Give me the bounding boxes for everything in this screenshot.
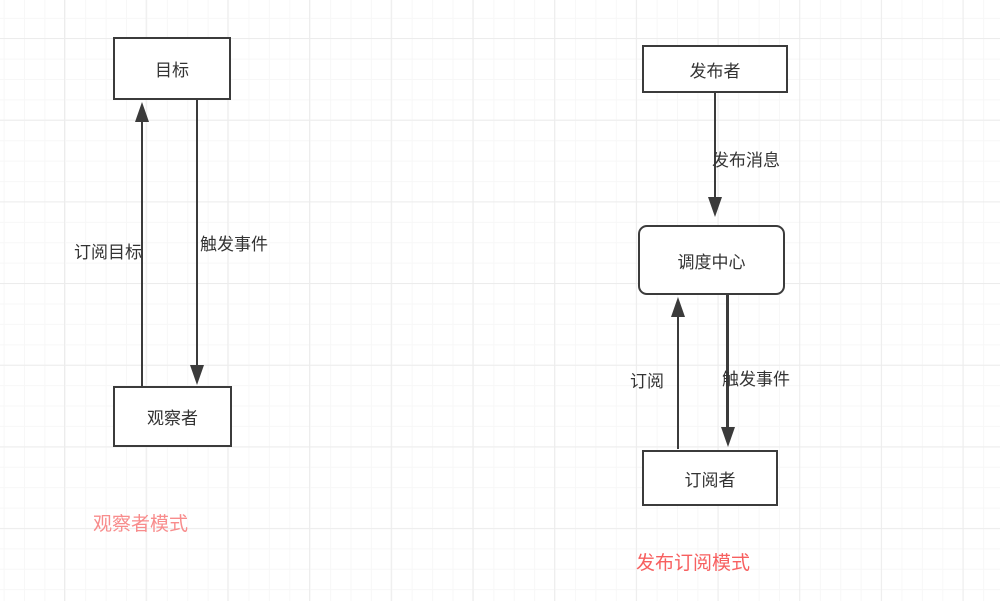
arrow-trigger-event-left-line[interactable] xyxy=(195,100,199,365)
edge-label-subscribe-target[interactable]: 订阅目标 xyxy=(74,243,142,262)
arrow-subscribe-target-head-icon[interactable] xyxy=(135,102,149,122)
node-target[interactable]: 目标 xyxy=(113,37,231,100)
observer-pattern-title[interactable]: 观察者模式 xyxy=(93,514,189,535)
arrow-trigger-event-right-line[interactable] xyxy=(726,295,729,427)
node-observer-label: 观察者 xyxy=(147,409,198,428)
node-subscriber-label: 订阅者 xyxy=(684,470,736,490)
arrow-subscribe-line[interactable] xyxy=(676,316,680,449)
arrow-trigger-event-left-head-icon[interactable] xyxy=(190,365,204,385)
arrow-trigger-event-right-head-icon[interactable] xyxy=(720,427,735,447)
node-publisher-label: 发布者 xyxy=(689,61,741,81)
node-target-label: 目标 xyxy=(155,61,189,80)
pubsub-pattern-title[interactable]: 发布订阅模式 xyxy=(636,553,751,574)
node-subscriber[interactable]: 订阅者 xyxy=(642,450,778,506)
node-dispatcher-label: 调度中心 xyxy=(677,252,746,272)
edge-label-publish-message[interactable]: 发布消息 xyxy=(712,151,780,170)
edge-label-trigger-event-right[interactable]: 触发事件 xyxy=(722,370,790,389)
edge-label-trigger-event-left[interactable]: 触发事件 xyxy=(200,235,268,254)
arrow-subscribe-target-line[interactable] xyxy=(140,121,144,386)
arrow-publish-message-line[interactable] xyxy=(713,93,716,197)
node-observer[interactable]: 观察者 xyxy=(113,386,232,447)
node-publisher[interactable]: 发布者 xyxy=(642,45,788,93)
arrow-subscribe-head-icon[interactable] xyxy=(671,297,685,317)
node-dispatcher[interactable]: 调度中心 xyxy=(638,225,785,295)
arrow-publish-message-head-icon[interactable] xyxy=(707,197,722,217)
edge-label-subscribe[interactable]: 订阅 xyxy=(630,372,664,391)
